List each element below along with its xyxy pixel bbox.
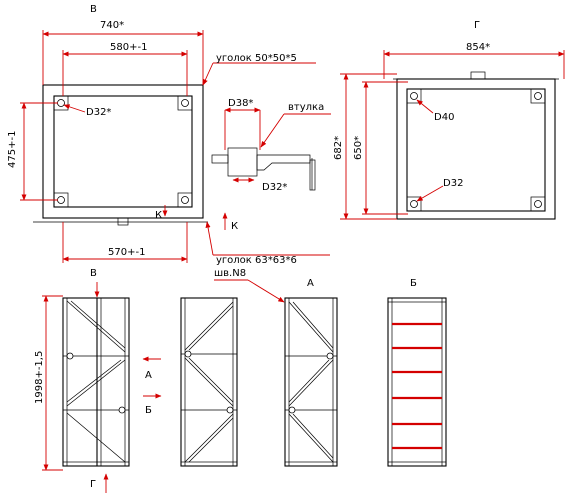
dim-g-height-outer: 682* [333, 136, 344, 160]
col3-top-label: А [307, 278, 314, 289]
dim-g-height-inner: 650* [353, 136, 364, 160]
dim-d38: D38* [228, 98, 253, 109]
label-channel: шв.N8 [214, 268, 246, 279]
view-g-label: Г [474, 20, 480, 31]
angle-50-callout: уголок 50*50*5 [202, 53, 316, 86]
column-view-v: В 1998+-1,5 А Б Г [34, 268, 162, 493]
section-k-left: К [155, 210, 162, 221]
col1-arrow-b-label: Б [145, 405, 152, 416]
column-2 [180, 297, 238, 467]
dim-g-width: 854* [466, 42, 490, 53]
dim-bottom-inner: 570+-1 [108, 247, 145, 258]
angle-63-callout: уголок 63*63*6 [205, 221, 330, 266]
column-view-b: Б [387, 278, 447, 467]
channel-callout: шв.N8 [214, 268, 285, 303]
col1-arrow-a-label: А [145, 370, 152, 381]
column-view-a: А [284, 278, 338, 467]
dim-d32-left: D32* [86, 107, 111, 118]
view-v-frame: В 740* 580+-1 570+-1 475+-1 [7, 4, 238, 263]
dim-column-height: 1998+-1,5 [34, 351, 45, 404]
col1-bottom-label: Г [90, 479, 96, 490]
dim-d32-g: D32 [443, 178, 463, 189]
dim-d32-bush: D32* [262, 182, 287, 193]
view-g-frame: Г 854* 682* 650* D40 D32 [333, 20, 565, 220]
dim-d40: D40 [434, 112, 454, 123]
label-bushing: втулка [288, 102, 324, 113]
dim-top-inner: 580+-1 [110, 42, 147, 53]
col4-top-label: Б [410, 278, 417, 289]
dim-height-left: 475+-1 [7, 131, 18, 168]
label-angle-63: уголок 63*63*6 [216, 255, 297, 266]
label-angle-50: уголок 50*50*5 [216, 53, 297, 64]
bushing-detail: D38* D32* втулка [211, 98, 331, 193]
dim-top-outer: 740* [100, 20, 124, 31]
col1-top-label: В [90, 268, 97, 279]
section-k-right: К [231, 221, 238, 232]
view-v-label: В [90, 4, 97, 15]
